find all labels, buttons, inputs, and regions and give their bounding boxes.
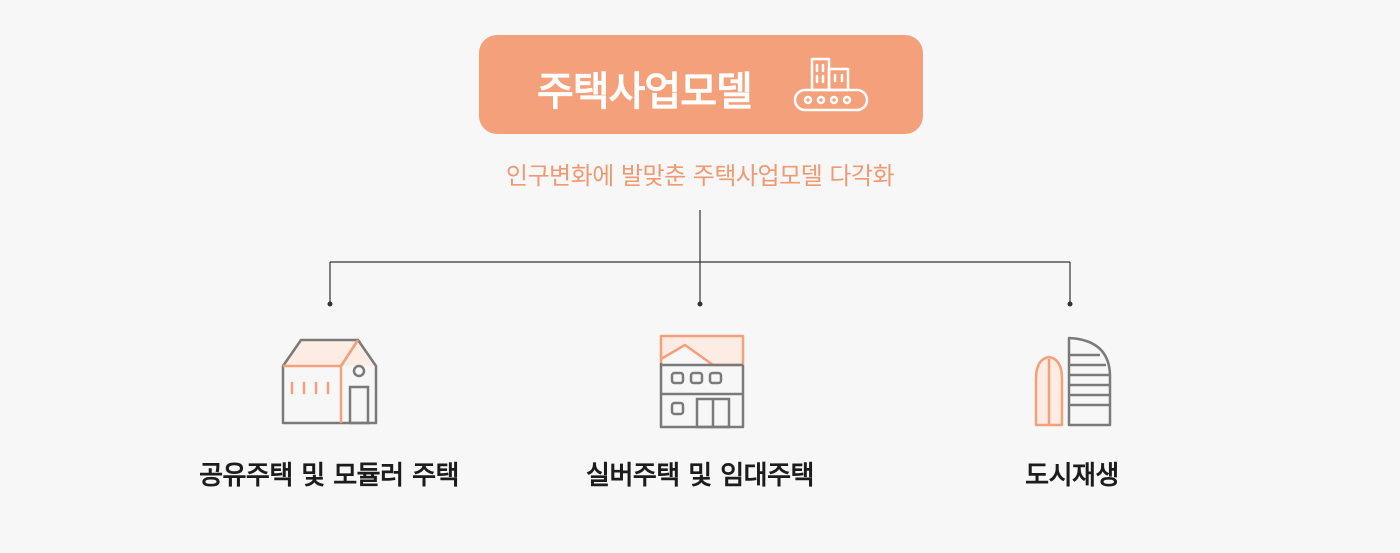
branch-label-2: 실버주택 및 임대주택: [586, 461, 814, 491]
diagram-title: 주택사업모델: [537, 69, 753, 115]
branch-label-3: 도시재생: [1025, 461, 1119, 491]
connector-dot-left: [327, 301, 333, 307]
factory-conveyor-icon: [793, 57, 869, 112]
city-buildings-icon: [1034, 336, 1112, 427]
connector-dot-right: [1067, 301, 1073, 307]
house-icon: [281, 338, 378, 425]
connector-dot-center: [697, 301, 703, 307]
title-box: 주택사업모델: [479, 35, 923, 134]
branch-label-1: 공유주택 및 모듈러 주택: [199, 461, 459, 491]
apartment-building-icon: [659, 334, 745, 429]
diagram-subtitle: 인구변화에 발맞춘 주택사업모델 다각화: [505, 162, 895, 190]
